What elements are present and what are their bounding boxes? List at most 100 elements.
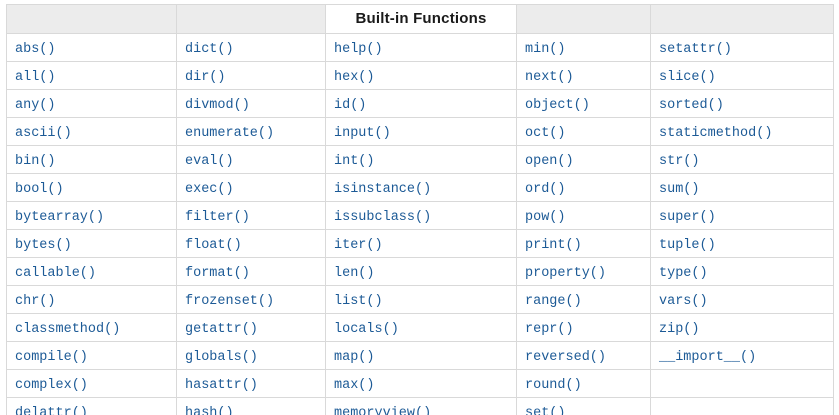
- function-link[interactable]: filter(): [185, 209, 250, 225]
- table-cell: callable(): [6, 257, 177, 286]
- function-link[interactable]: dict(): [185, 41, 234, 57]
- function-link[interactable]: divmod(): [185, 97, 250, 113]
- function-link[interactable]: oct(): [525, 125, 566, 141]
- header-cell-spacer: [516, 4, 651, 34]
- function-link[interactable]: set(): [525, 405, 566, 415]
- function-link[interactable]: all(): [15, 69, 56, 85]
- function-link[interactable]: dir(): [185, 69, 226, 85]
- table-cell: locals(): [325, 313, 517, 342]
- function-link[interactable]: isinstance(): [334, 181, 432, 197]
- table-cell: format(): [176, 257, 326, 286]
- function-link[interactable]: exec(): [185, 181, 234, 197]
- function-link[interactable]: tuple(): [659, 237, 716, 253]
- function-link[interactable]: len(): [334, 265, 375, 281]
- function-link[interactable]: super(): [659, 209, 716, 225]
- function-link[interactable]: setattr(): [659, 41, 732, 57]
- function-link[interactable]: complex(): [15, 377, 88, 393]
- function-link[interactable]: locals(): [334, 321, 399, 337]
- function-link[interactable]: next(): [525, 69, 574, 85]
- function-link[interactable]: callable(): [15, 265, 97, 281]
- function-link[interactable]: memoryview(): [334, 405, 432, 415]
- function-link[interactable]: iter(): [334, 237, 383, 253]
- function-link[interactable]: classmethod(): [15, 321, 121, 337]
- table-cell: type(): [650, 257, 834, 286]
- function-link[interactable]: min(): [525, 41, 566, 57]
- table-cell: chr(): [6, 285, 177, 314]
- function-link[interactable]: bool(): [15, 181, 64, 197]
- function-link[interactable]: object(): [525, 97, 590, 113]
- function-link[interactable]: float(): [185, 237, 242, 253]
- table-cell: zip(): [650, 313, 834, 342]
- table-cell: hasattr(): [176, 369, 326, 398]
- function-link[interactable]: eval(): [185, 153, 234, 169]
- function-link[interactable]: format(): [185, 265, 250, 281]
- function-link[interactable]: repr(): [525, 321, 574, 337]
- function-link[interactable]: max(): [334, 377, 375, 393]
- function-link[interactable]: hasattr(): [185, 377, 258, 393]
- table-cell: help(): [325, 33, 517, 62]
- function-link[interactable]: sorted(): [659, 97, 724, 113]
- table-row: bytearray() filter() issubclass() pow() supe…: [6, 201, 834, 230]
- table-cell: dict(): [176, 33, 326, 62]
- function-link[interactable]: pow(): [525, 209, 566, 225]
- header-cell-spacer: [176, 4, 326, 34]
- function-link[interactable]: int(): [334, 153, 375, 169]
- table-cell: property(): [516, 257, 651, 286]
- function-link[interactable]: hex(): [334, 69, 375, 85]
- function-link[interactable]: sum(): [659, 181, 700, 197]
- table-cell: delattr(): [6, 397, 177, 415]
- function-link[interactable]: slice(): [659, 69, 716, 85]
- table-cell: id(): [325, 89, 517, 118]
- function-link[interactable]: ord(): [525, 181, 566, 197]
- function-link[interactable]: open(): [525, 153, 574, 169]
- table-cell: __import__(): [650, 341, 834, 370]
- table-cell: slice(): [650, 61, 834, 90]
- function-link[interactable]: bytearray(): [15, 209, 105, 225]
- function-link[interactable]: property(): [525, 265, 607, 281]
- function-link[interactable]: any(): [15, 97, 56, 113]
- function-link[interactable]: input(): [334, 125, 391, 141]
- function-link[interactable]: delattr(): [15, 405, 88, 415]
- empty-cell: [650, 397, 834, 415]
- function-link[interactable]: chr(): [15, 293, 56, 309]
- table-cell: dir(): [176, 61, 326, 90]
- function-link[interactable]: __import__(): [659, 349, 757, 365]
- function-link[interactable]: id(): [334, 97, 367, 113]
- function-link[interactable]: round(): [525, 377, 582, 393]
- function-link[interactable]: staticmethod(): [659, 125, 773, 141]
- function-link[interactable]: str(): [659, 153, 700, 169]
- function-link[interactable]: bytes(): [15, 237, 72, 253]
- function-link[interactable]: frozenset(): [185, 293, 275, 309]
- function-link[interactable]: map(): [334, 349, 375, 365]
- function-link[interactable]: vars(): [659, 293, 708, 309]
- builtin-functions-table: Built-in Functions abs()dict()help()min(…: [6, 4, 834, 415]
- table-cell: globals(): [176, 341, 326, 370]
- function-link[interactable]: bin(): [15, 153, 56, 169]
- function-link[interactable]: print(): [525, 237, 582, 253]
- function-link[interactable]: compile(): [15, 349, 88, 365]
- table-cell: hash(): [176, 397, 326, 415]
- function-link[interactable]: abs(): [15, 41, 56, 57]
- table-cell: list(): [325, 285, 517, 314]
- table-row: all() dir() hex() next() slice(): [6, 61, 834, 90]
- function-link[interactable]: hash(): [185, 405, 234, 415]
- function-link[interactable]: getattr(): [185, 321, 258, 337]
- function-link[interactable]: type(): [659, 265, 708, 281]
- table-row: callable() format() len() property() type(): [6, 257, 834, 286]
- function-link[interactable]: ascii(): [15, 125, 72, 141]
- empty-cell: [650, 369, 834, 398]
- table-cell: abs(): [6, 33, 177, 62]
- function-link[interactable]: zip(): [659, 321, 700, 337]
- function-link[interactable]: enumerate(): [185, 125, 275, 141]
- table-cell: int(): [325, 145, 517, 174]
- table-cell: exec(): [176, 173, 326, 202]
- function-link[interactable]: help(): [334, 41, 383, 57]
- table-cell: print(): [516, 229, 651, 258]
- function-link[interactable]: globals(): [185, 349, 258, 365]
- table-cell: reversed(): [516, 341, 651, 370]
- function-link[interactable]: list(): [334, 293, 383, 309]
- function-link[interactable]: range(): [525, 293, 582, 309]
- function-link[interactable]: issubclass(): [334, 209, 432, 225]
- function-link[interactable]: reversed(): [525, 349, 607, 365]
- table-cell: memoryview(): [325, 397, 517, 415]
